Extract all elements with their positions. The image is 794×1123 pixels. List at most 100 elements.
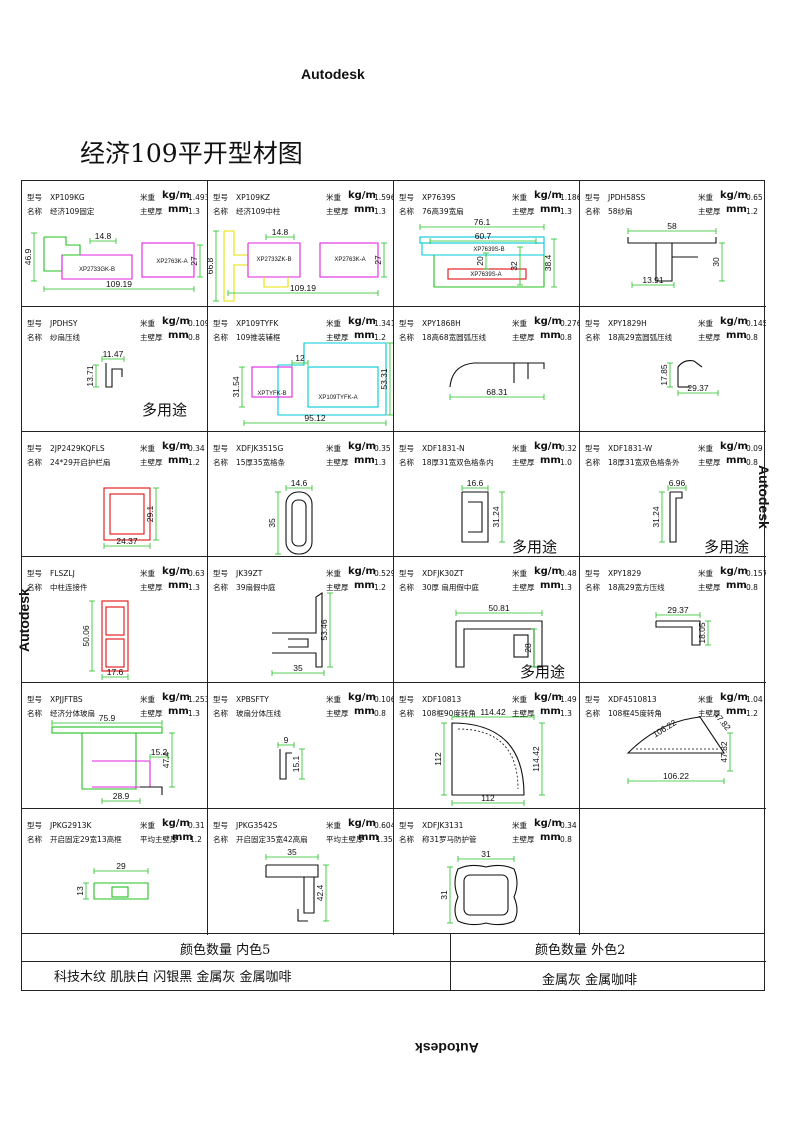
outer-color-list: 金属灰 金属咖啡 [542,973,638,988]
wall-value: 1.2 [374,583,386,592]
wall-label: 主壁厚 [512,583,535,592]
weight-label: 米重 [698,444,713,453]
weight-label: 米重 [326,821,341,830]
dimension-label: 14.6 [291,478,308,488]
weight-label: 米重 [512,319,527,328]
sash-body [433,255,545,288]
part-label: XP7639S-A [470,272,501,278]
sash-foot [297,909,308,922]
name-value: 18高29宽方压线 [608,583,665,592]
weight-label: 米重 [512,569,527,578]
name-value: 18厚31宽双色格条外 [608,458,680,467]
model-value: XDFJK3515G [236,444,284,453]
wall-label: 主壁厚 [326,207,349,216]
weight-unit: kg/m [720,566,748,577]
model-value: JPDH58SS [608,193,646,202]
bead-profile [105,363,123,388]
name-label: 名称 [27,458,42,467]
model-label: 型号 [27,444,42,453]
dimension-label: 18.05 [697,622,707,644]
name-value: 18高68宽圆弧压线 [422,333,487,342]
dimension-label: 29 [116,861,126,871]
model-label: 型号 [213,821,228,830]
weight-value: 1.186 [560,193,580,202]
model-value: XDF4510813 [608,695,657,704]
weight-unit: kg/m [348,566,376,577]
dimension-label: 109.19 [106,279,132,289]
weight-value: 0.157 [746,569,766,578]
profile-drawing: 2913 [75,861,149,900]
model-value: XPBSFTY [236,695,269,704]
dimension-label: 46.9 [23,248,33,265]
sash-profile [421,243,545,256]
square-bead-profile [655,620,701,646]
name-label: 名称 [399,458,414,467]
dimension-label: 15.2 [151,747,168,757]
weight-value: 0.63 [188,569,205,578]
dimension-label: 20 [475,256,485,266]
part-label: XP2763K-A [156,259,187,265]
weight-label: 米重 [512,821,527,830]
weight-unit: kg/m [720,316,748,327]
dimension-label: 29.37 [687,383,709,393]
model-value: XDFJK30ZT [422,569,464,578]
dimension-label: 35 [287,847,297,857]
name-label: 名称 [213,835,228,844]
mullion-profile-foot [263,277,289,288]
wall-unit: mm [726,706,747,717]
weight-label: 米重 [512,193,527,202]
model-label: 型号 [27,319,42,328]
dimension-label: 16.6 [467,478,484,488]
dimension-label: 28.9 [113,791,130,801]
wall-label: 主壁厚 [140,583,163,592]
glass-sash-top [51,726,163,734]
dimension-label: 35 [267,518,277,528]
wall-label: 主壁厚 [326,583,349,592]
dimension-label: 31.54 [231,376,241,398]
name-value: 30厚 扇用假中庭 [422,583,479,592]
dimension-label: 13.71 [85,365,95,387]
mullion-profile-right [319,242,379,278]
weight-value: 1.341 [374,319,394,328]
wall-value: 0.8 [746,583,758,592]
weight-label: 米重 [698,193,713,202]
name-label: 名称 [399,583,414,592]
weight-unit: kg/m [348,316,376,327]
profile-drawing: 29.124.37 [103,487,159,549]
name-value: 经济109中柱 [236,207,281,216]
model-label: 型号 [399,193,414,202]
weight-value: 1.49 [560,695,577,704]
dimension-label: 38.4 [543,254,553,271]
glass-sash-split [92,760,151,788]
wall-unit: mm [354,204,375,215]
name-value: 109推装辅框 [236,333,281,342]
model-label: 型号 [213,569,228,578]
name-label: 名称 [399,207,414,216]
screen-sash-body [655,243,673,282]
model-label: 型号 [399,569,414,578]
profile-drawing: 68.31 [449,362,545,400]
guard-sash-inner [109,493,145,535]
frame-chamber [111,886,129,898]
wall-unit: mm [168,204,189,215]
wall-unit: mm [358,832,379,843]
model-label: 型号 [585,319,600,328]
name-label: 名称 [27,835,42,844]
multi-use-label: 多用途 [512,538,558,556]
name-value: 经济109固定 [50,207,95,216]
wall-label: 平均主壁厚 [140,835,178,844]
wall-label: 主壁厚 [512,207,535,216]
